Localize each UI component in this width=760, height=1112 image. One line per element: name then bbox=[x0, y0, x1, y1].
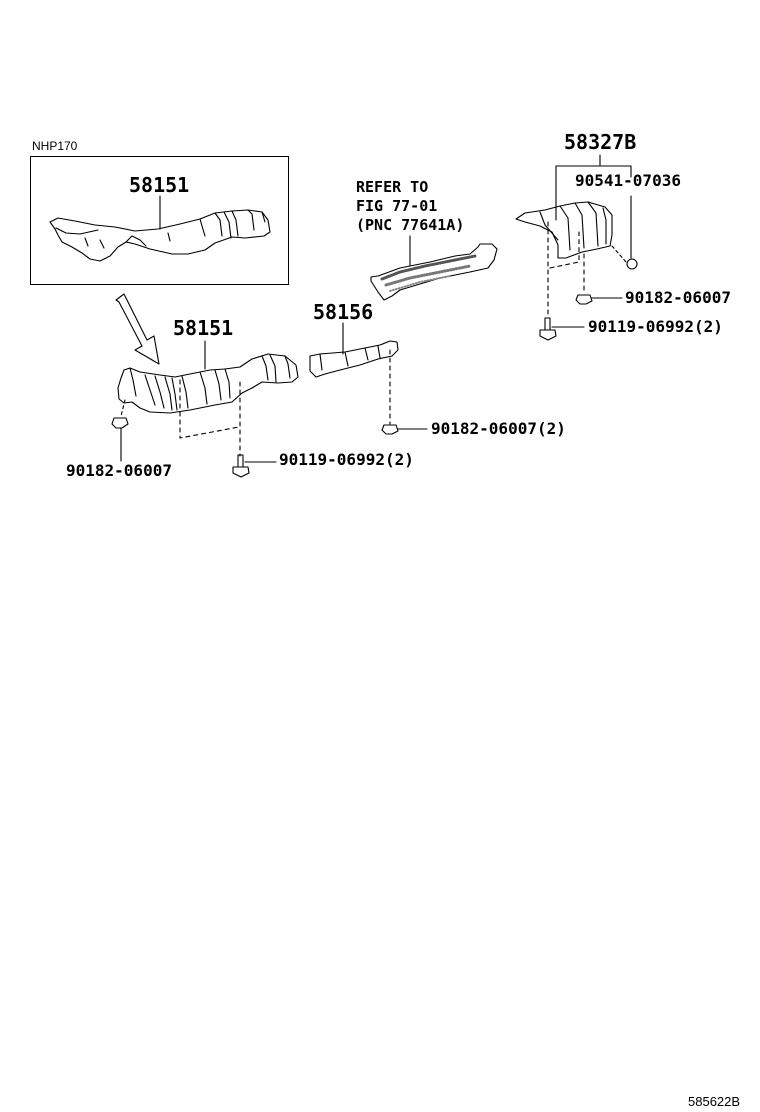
insulator-set-58327B-drawing bbox=[515, 154, 638, 317]
part-number-90119-06992-main[interactable]: 90119-06992(2) bbox=[279, 450, 414, 469]
rear-bolt-drawing bbox=[539, 317, 585, 341]
part-number-90119-06992-rear[interactable]: 90119-06992(2) bbox=[588, 317, 723, 336]
rear-nut-drawing bbox=[575, 294, 623, 305]
part-number-58327B[interactable]: 58327B bbox=[564, 130, 637, 154]
part-number-58151[interactable]: 58151 bbox=[173, 316, 234, 340]
reference-note-line3: (PNC 77641A) bbox=[356, 216, 465, 234]
center-nut-drawing bbox=[381, 424, 428, 435]
front-nut-drawing bbox=[111, 417, 129, 462]
insulator-58156-drawing bbox=[309, 322, 399, 425]
inset-frame bbox=[30, 156, 289, 285]
reference-note-line2: FIG 77-01 bbox=[356, 197, 438, 215]
part-number-90182-06007-front[interactable]: 90182-06007 bbox=[66, 461, 172, 480]
figure-code: 585622B bbox=[688, 1094, 741, 1109]
reference-note: REFER TO FIG 77-01 (PNC 77641A) bbox=[356, 178, 464, 235]
part-number-90182-06007-rear[interactable]: 90182-06007 bbox=[625, 288, 731, 307]
part-number-58156[interactable]: 58156 bbox=[313, 300, 374, 324]
direction-arrow-drawing bbox=[115, 293, 160, 365]
part-number-90182-06007-center[interactable]: 90182-06007(2) bbox=[431, 419, 566, 438]
part-number-90541-07036[interactable]: 90541-07036 bbox=[575, 171, 681, 190]
insulator-58151-drawing bbox=[117, 340, 299, 457]
inset-part-number-58151: 58151 bbox=[129, 173, 190, 197]
main-bolt-drawing bbox=[232, 454, 277, 478]
reference-note-line1: REFER TO bbox=[356, 178, 429, 196]
reference-part-77641A-drawing bbox=[370, 235, 498, 301]
inset-insulator-58151-drawing bbox=[49, 195, 271, 262]
variant-label: NHP170 bbox=[32, 139, 78, 153]
